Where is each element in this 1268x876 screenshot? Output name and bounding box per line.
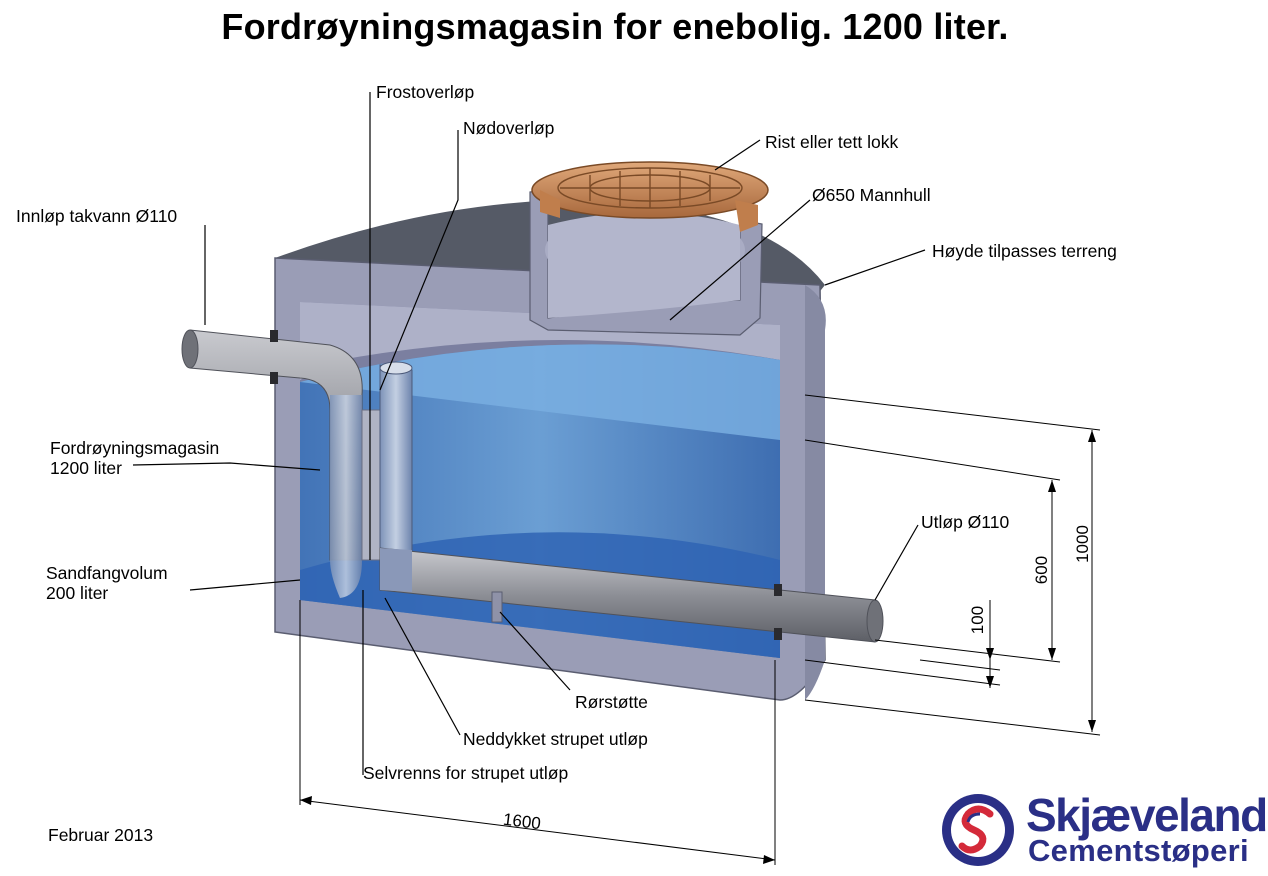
logo-emblem-icon bbox=[942, 794, 1014, 866]
logo-subtitle: Cementstøperi bbox=[1028, 833, 1249, 868]
label-sandfang-line2: 200 liter bbox=[46, 583, 109, 603]
logo-name: Skjæveland bbox=[1026, 789, 1268, 841]
dimension-height-600: 600 bbox=[1032, 555, 1052, 585]
dimension-lines bbox=[299, 394, 1101, 865]
lid-grate-pattern bbox=[557, 167, 743, 209]
label-nodoverlop: Nødoverløp bbox=[463, 118, 555, 138]
label-sandfang-line1: Sandfangvolum bbox=[46, 563, 168, 583]
dimension-height-100: 100 bbox=[968, 605, 988, 635]
label-hoyde: Høyde tilpasses terreng bbox=[932, 241, 1117, 261]
label-frostoverlop: Frostoverløp bbox=[376, 82, 475, 102]
label-selvrenns: Selvrenns for strupet utløp bbox=[363, 763, 569, 783]
page-title: Fordrøyningsmagasin for enebolig. 1200 l… bbox=[221, 6, 1009, 47]
inlet-pipe-down bbox=[330, 395, 362, 598]
pipe-support bbox=[491, 591, 503, 623]
dimension-height-total: 1000 bbox=[1072, 525, 1092, 563]
label-magasin-line1: Fordrøyningsmagasin bbox=[50, 438, 220, 458]
label-innlop: Innløp takvann Ø110 bbox=[16, 206, 178, 226]
label-magasin-line2: 1200 liter bbox=[50, 458, 122, 478]
pipe-seals bbox=[270, 330, 782, 640]
tank-right-side bbox=[805, 285, 826, 700]
frost-overflow-pipe bbox=[361, 409, 381, 561]
dimension-arrows bbox=[300, 430, 1096, 864]
label-neddykket: Neddykket strupet utløp bbox=[463, 729, 648, 749]
date-label: Februar 2013 bbox=[48, 825, 154, 845]
label-mannhull: Ø650 Mannhull bbox=[812, 185, 931, 205]
label-utlop: Utløp Ø110 bbox=[921, 512, 1010, 532]
label-rorstotte: Rørstøtte bbox=[575, 692, 648, 712]
label-rist: Rist eller tett lokk bbox=[765, 132, 899, 152]
emergency-overflow-pipe bbox=[379, 364, 413, 561]
water-surface bbox=[300, 344, 780, 440]
leader-lines bbox=[132, 92, 926, 775]
company-logo: Skjæveland Cementstøperi bbox=[940, 790, 1268, 870]
